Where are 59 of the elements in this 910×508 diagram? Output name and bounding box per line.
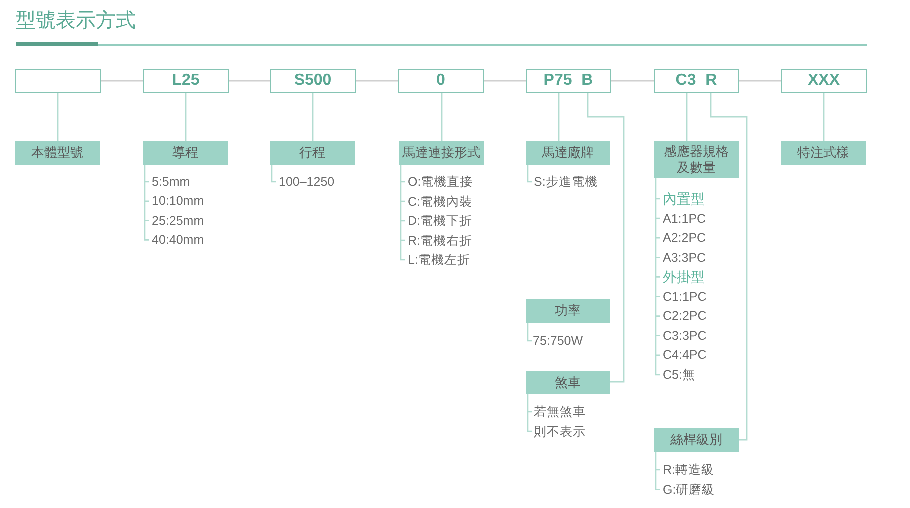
heading-box: 馬達連接形式 <box>399 141 484 165</box>
connector-line <box>312 93 314 141</box>
option-text: L:電機左折 <box>408 252 470 268</box>
heading-box: 功率 <box>526 299 610 323</box>
option-text: A3:3PC <box>663 250 706 266</box>
option-text: 75:750W <box>533 333 584 349</box>
code-box <box>15 69 101 93</box>
option-text: R:電機右折 <box>408 232 472 248</box>
connector-line <box>739 80 781 82</box>
connector-line <box>611 80 654 82</box>
option-text: C:電機內裝 <box>408 194 472 210</box>
category-label: 外掛型 <box>663 269 705 286</box>
option-text: 100–1250 <box>279 174 335 190</box>
option-text: D:電機下折 <box>408 213 472 229</box>
option-text: C3:3PC <box>663 328 707 344</box>
connector-line <box>686 93 688 141</box>
option-text: A1:1PC <box>663 210 706 227</box>
heading-box: 行程 <box>270 141 355 165</box>
connector-line <box>587 93 625 383</box>
heading-box: 煞車 <box>526 371 610 394</box>
option-text: R:轉造級 <box>663 462 714 478</box>
connector-line <box>484 80 526 82</box>
option-text: 25:25mm <box>152 212 204 229</box>
option-text: 則不表示 <box>534 424 586 440</box>
category-label: 內置型 <box>663 191 705 207</box>
connector-line <box>101 80 143 82</box>
heading-box: 導程 <box>143 141 228 165</box>
connector-line <box>441 93 443 141</box>
code-box: P75 B <box>526 69 611 93</box>
connector-line <box>57 93 59 141</box>
code-box: XXX <box>781 69 867 93</box>
code-box: C3 R <box>654 69 739 93</box>
connector-line <box>558 93 560 141</box>
heading-box: 馬達廠牌 <box>526 141 610 165</box>
heading-box: 絲桿級別 <box>654 428 739 452</box>
connector-line <box>710 93 748 441</box>
option-text: C5:無 <box>663 366 696 383</box>
option-text: 若無煞車 <box>534 404 586 420</box>
title: 型號表示方式 <box>16 9 136 34</box>
connector-line <box>229 80 270 82</box>
connector-line <box>185 93 187 141</box>
option-text: G:研磨級 <box>663 482 716 498</box>
option-text: 5:5mm <box>152 174 190 190</box>
code-box: S500 <box>270 69 356 93</box>
option-text: C4:4PC <box>663 347 707 364</box>
code-box: L25 <box>143 69 229 93</box>
option-text: 40:40mm <box>152 232 204 248</box>
connector-line <box>823 93 825 141</box>
option-text: O:電機直接 <box>408 174 474 190</box>
code-box: 0 <box>398 69 484 93</box>
heading-box: 本體型號 <box>15 141 100 165</box>
heading-box: 特注式樣 <box>781 141 866 165</box>
heading-box: 感應器規格及數量 <box>654 141 739 178</box>
option-text: S:步進電機 <box>534 174 598 190</box>
option-text: C1:1PC <box>663 288 707 305</box>
option-text: C2:2PC <box>663 308 707 324</box>
connector-line <box>356 80 398 82</box>
option-text: 10:10mm <box>152 193 204 210</box>
option-text: A2:2PC <box>663 230 706 246</box>
